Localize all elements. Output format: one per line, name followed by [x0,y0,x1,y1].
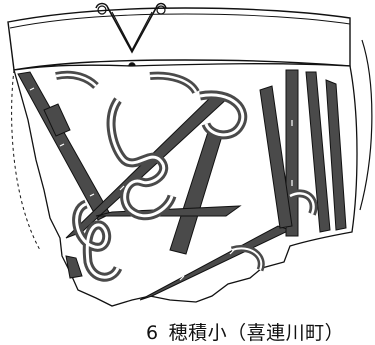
left-outline [11,69,41,251]
meander-bands [55,70,318,282]
figure-caption: 6 穂積小（喜連川町） [146,318,344,345]
sherd-outline [13,63,358,307]
right-edge [359,39,373,211]
rim-band [7,2,351,71]
figure-caption-text: 穂積小（喜連川町） [168,322,345,344]
lower-fragment [65,255,83,279]
figure-number: 6 [146,322,159,344]
hatch-ticks [29,87,313,281]
pattern-bands [17,69,347,301]
